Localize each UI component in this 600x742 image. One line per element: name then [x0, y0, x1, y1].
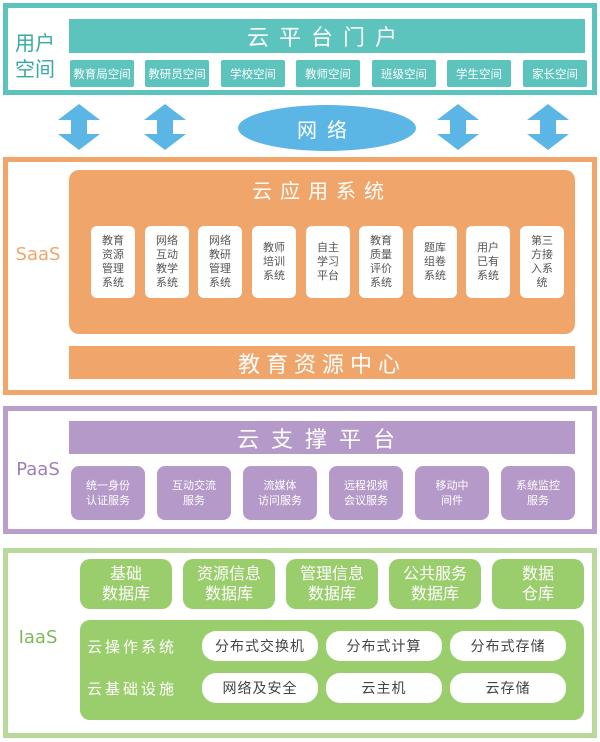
- iaas-label: IaaS: [18, 627, 58, 648]
- network-security[interactable]: 网络及安全: [202, 673, 318, 703]
- app-education-resource-mgmt[interactable]: 教育资源管理系统: [91, 226, 135, 298]
- space-school[interactable]: 学校空间: [221, 60, 285, 87]
- distributed-switch[interactable]: 分布式交换机: [202, 631, 318, 661]
- cloud-infra-label: 云基础设施: [87, 679, 178, 698]
- space-class[interactable]: 班级空间: [372, 60, 436, 87]
- space-parent[interactable]: 家长空间: [523, 60, 587, 87]
- network-ellipse: 网络: [238, 105, 416, 151]
- cloud-support-platform: 云支撑平台: [69, 421, 575, 454]
- service-streaming-media[interactable]: 流媒体访问服务: [243, 466, 317, 520]
- double-arrow-icon: [527, 104, 569, 150]
- db-management-info[interactable]: 管理信息数据库: [286, 559, 378, 609]
- cloud-storage[interactable]: 云存储: [450, 673, 566, 703]
- service-video-conference[interactable]: 远程视频会议服务: [329, 466, 403, 520]
- app-quality-evaluation[interactable]: 教育质量评价系统: [359, 226, 403, 298]
- saas-label: SaaS: [15, 244, 61, 265]
- app-self-learning[interactable]: 自主学习平台: [306, 226, 350, 298]
- cloud-host[interactable]: 云主机: [326, 673, 442, 703]
- service-mobile-middleware[interactable]: 移动中间件: [415, 466, 489, 520]
- app-network-interactive-teaching[interactable]: 网络互动教学系统: [145, 226, 189, 298]
- cloud-os-label: 云操作系统: [87, 637, 178, 656]
- double-arrow-icon: [144, 104, 186, 150]
- app-teacher-training[interactable]: 教师培训系统: [252, 226, 296, 298]
- space-student[interactable]: 学生空间: [447, 60, 511, 87]
- app-question-bank[interactable]: 题库组卷系统: [413, 226, 457, 298]
- db-resource-info[interactable]: 资源信息数据库: [183, 559, 275, 609]
- space-researcher[interactable]: 教研员空间: [145, 60, 209, 87]
- app-network-research-mgmt[interactable]: 网络教研管理系统: [198, 226, 242, 298]
- cloud-portal-bar[interactable]: 云平台门户: [69, 19, 585, 53]
- cloud-app-title: 云应用系统: [252, 178, 392, 203]
- service-system-monitoring[interactable]: 系统监控服务: [501, 466, 575, 520]
- space-education-bureau[interactable]: 教育局空间: [70, 60, 134, 87]
- distributed-computing[interactable]: 分布式计算: [326, 631, 442, 661]
- service-interactive-exchange[interactable]: 互动交流服务: [157, 466, 231, 520]
- app-third-party-access[interactable]: 第三方接入系统: [520, 226, 564, 298]
- db-basic[interactable]: 基础数据库: [80, 559, 172, 609]
- space-teacher[interactable]: 教师空间: [296, 60, 360, 87]
- db-data-warehouse[interactable]: 数据仓库: [492, 559, 584, 609]
- education-resource-center[interactable]: 教育资源中心: [69, 346, 575, 379]
- app-existing-user-system[interactable]: 用户已有系统: [466, 226, 510, 298]
- distributed-storage[interactable]: 分布式存储: [450, 631, 566, 661]
- paas-label: PaaS: [16, 459, 60, 480]
- service-unified-identity[interactable]: 统一身份认证服务: [71, 466, 145, 520]
- double-arrow-icon: [437, 104, 479, 150]
- double-arrow-icon: [58, 104, 100, 150]
- user-space-label: 用户 空间: [15, 31, 55, 81]
- db-public-service[interactable]: 公共服务数据库: [389, 559, 481, 609]
